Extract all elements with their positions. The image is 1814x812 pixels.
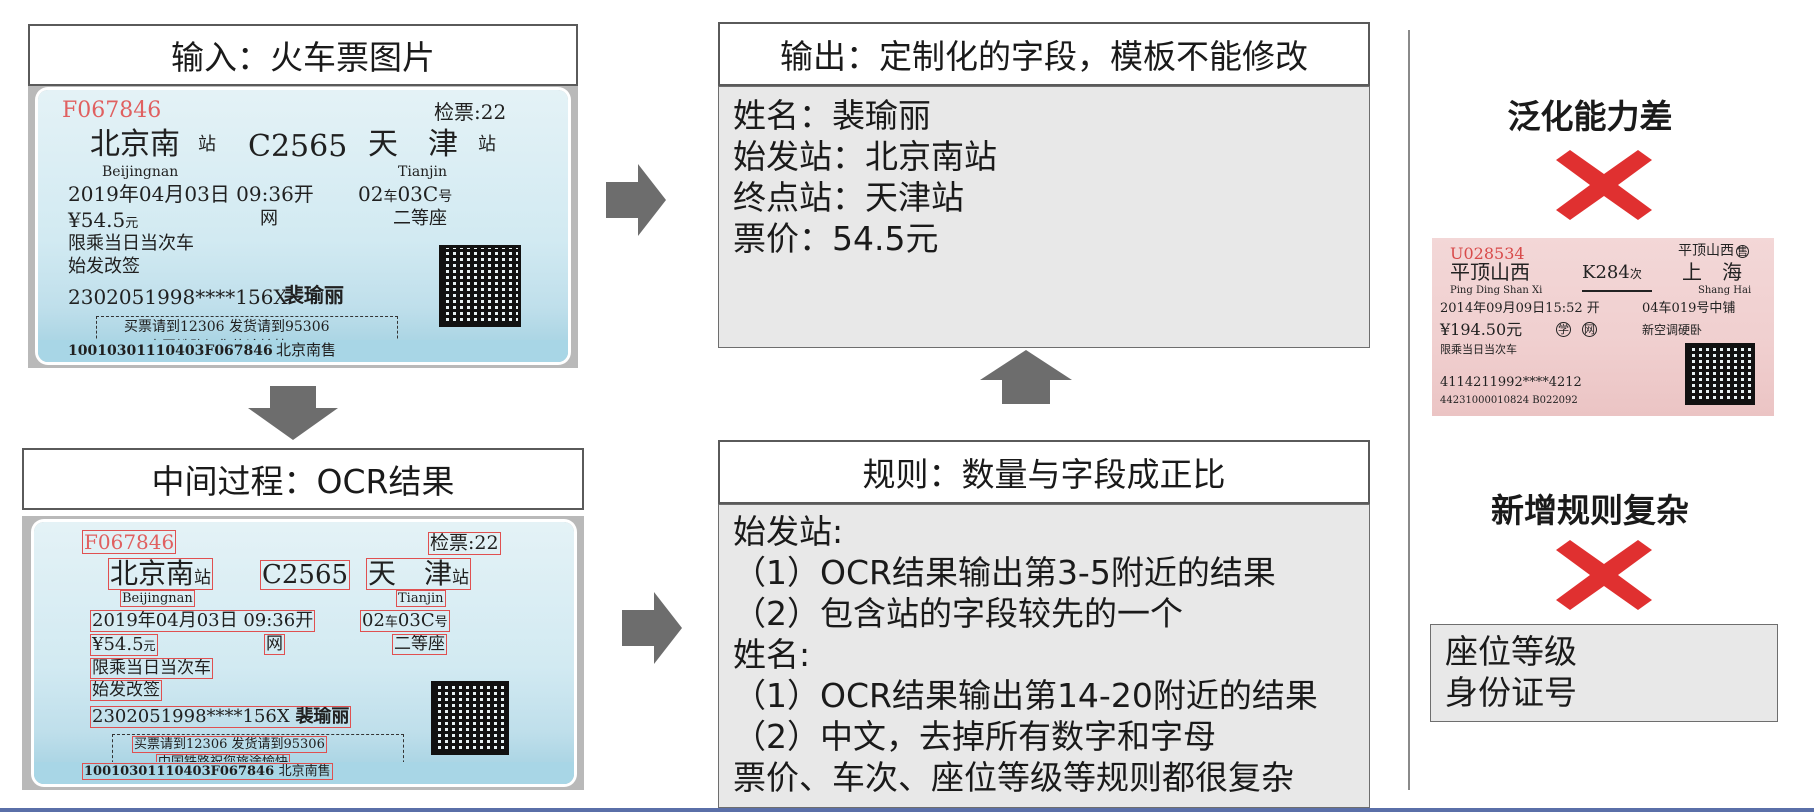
red-limit: 限乘当日当次车 [1440, 343, 1517, 356]
red-date: 2014年09月09日15:52 开 [1440, 301, 1600, 316]
ocr-channel: 网 [264, 634, 285, 655]
ticket-sign: 始发改签 [68, 256, 140, 277]
complex-rules-heading: 新增规则复杂 [1491, 491, 1689, 530]
ocr-serial: F067846 [81, 530, 177, 554]
red-mark-student: 学 [1556, 322, 1571, 337]
red-mark-web: 网 [1582, 322, 1597, 337]
ocr-title: 中间过程：OCR结果 [22, 448, 584, 510]
rules-title: 规则：数量与字段成正比 [718, 440, 1370, 504]
rules-line: （1）OCR结果输出第14-20附近的结果 [733, 676, 1318, 715]
ocr-train-no: C2565 [259, 560, 351, 590]
red-qr-code [1685, 343, 1755, 405]
red-from-station: 平顶山西 [1450, 260, 1530, 284]
cross-icon [1556, 540, 1652, 610]
red-to-pinyin: Shang Hai [1698, 285, 1752, 296]
ticket-from-pinyin: Beijingnan [102, 164, 179, 180]
ocr-limit: 限乘当日当次车 [90, 658, 213, 679]
ocr-sign: 始发改签 [90, 680, 162, 701]
ticket-train-no: C2565 [248, 129, 348, 164]
ocr-check: 检票:22 [428, 532, 501, 555]
arrow-down-left [248, 386, 338, 440]
red-bottom-code: 44231000010824 B022092 [1440, 395, 1578, 406]
red-seat: 04车019号中铺 [1642, 301, 1736, 316]
rules-line: （2）中文，去掉所有数字和字母 [733, 717, 1216, 756]
ocr-from-pinyin: Beijingnan [120, 590, 195, 607]
ocr-bottom-band [34, 762, 574, 784]
ocr-to-station: 天 津站 [365, 557, 472, 590]
ticket-to-station: 天 津 [368, 127, 458, 162]
red-direction-arrow [1582, 290, 1652, 292]
ticket-qr-code [439, 245, 521, 327]
output-line-name: 姓名：裴瑜丽 [733, 96, 931, 135]
ocr-notice1: 买票请到12306 发货请到95306 [132, 736, 327, 753]
ticket-passenger: 裴瑜丽 [284, 283, 344, 307]
list-item: 座位等级 [1445, 632, 1577, 671]
ticket-serial: F067846 [62, 98, 162, 123]
ticket-bottom-code: 10010301110403F067846 [68, 343, 273, 359]
ticket-seat-no: 02车03C号 [358, 182, 453, 206]
footer-bar [0, 808, 1814, 812]
list-item: 身份证号 [1445, 673, 1577, 712]
output-line-price: 票价：54.5元 [733, 219, 939, 258]
ticket-from-station: 北京南 [90, 127, 180, 162]
input-ticket: F067846 检票:22 北京南 站 C2565 天 津 站 Beijingn… [38, 90, 568, 362]
ocr-date: 2019年04月03日 09:36开 [89, 610, 316, 632]
ocr-ticket: F067846 检票:22 北京南站 C2565 天 津站 Beijingnan… [34, 522, 574, 784]
output-title: 输出：定制化的字段，模板不能修改 [718, 22, 1370, 86]
rules-line: 始发站: [733, 512, 844, 551]
vertical-divider [1408, 30, 1410, 790]
example-red-ticket: U028534 平顶山西售 平顶山西 K284次 上 海 Ping Ding S… [1432, 238, 1774, 416]
ticket-limit: 限乘当日当次车 [68, 233, 194, 254]
arrow-right-bottom [622, 592, 682, 664]
arrow-right-top [606, 164, 666, 236]
ticket-notice1: 买票请到12306 发货请到95306 [124, 319, 330, 335]
ticket-date: 2019年04月03日 09:36开 [68, 182, 314, 206]
ticket-from-station-suffix: 站 [198, 134, 216, 155]
input-title-text: 输入：火车票图片 [171, 38, 435, 77]
ocr-seat-no: 02车03C号 [360, 610, 450, 632]
extra-fields-list: 座位等级 身份证号 [1430, 624, 1778, 722]
input-title: 输入：火车票图片 [28, 24, 578, 86]
ocr-seat-class: 二等座 [392, 634, 447, 655]
ocr-qr-code [431, 681, 509, 755]
rules-line: 票价、车次、座位等级等规则都很复杂 [733, 758, 1294, 797]
ocr-bottom-code: 10010301110403F067846 北京南售 [82, 763, 333, 780]
output-line-to: 终点站：天津站 [733, 178, 964, 217]
ticket-price: ¥54.5元 [68, 208, 139, 232]
ocr-from-station: 北京南站 [107, 557, 214, 590]
red-train-no: K284次 [1582, 262, 1642, 283]
ocr-price: ¥54.5元 [90, 634, 158, 656]
red-from-pinyin: Ping Ding Shan Xi [1450, 285, 1543, 296]
ocr-title-text: 中间过程：OCR结果 [151, 462, 455, 501]
output-title-text: 输出：定制化的字段，模板不能修改 [780, 37, 1308, 76]
rules-title-text: 规则：数量与字段成正比 [862, 455, 1226, 494]
red-check: 平顶山西售 [1678, 243, 1749, 259]
ticket-channel: 网 [260, 208, 278, 229]
arrow-up-center [980, 350, 1072, 404]
rules-line: 姓名: [733, 635, 811, 674]
poor-generalization-heading: 泛化能力差 [1507, 97, 1673, 136]
ticket-id-number: 2302051998****156X [68, 285, 288, 309]
ticket-check: 检票:22 [434, 100, 507, 124]
ocr-to-pinyin: Tianjin [396, 590, 446, 607]
ticket-seat-class: 二等座 [393, 208, 447, 229]
rules-line: （1）OCR结果输出第3-5附近的结果 [733, 553, 1276, 592]
red-to-station: 上 海 [1682, 260, 1742, 284]
red-serial: U028534 [1450, 244, 1525, 263]
ticket-sold-at: 北京南售 [276, 341, 337, 359]
ticket-to-station-suffix: 站 [478, 134, 496, 155]
output-line-from: 始发站：北京南站 [733, 137, 997, 176]
red-seat-class: 新空调硬卧 [1642, 323, 1703, 337]
red-id-number: 4114211992****4212 [1440, 375, 1582, 390]
cross-icon [1556, 150, 1652, 220]
red-price: ¥194.50元 [1440, 320, 1523, 339]
ocr-id-number: 2302051998****156X 裴瑜丽 [89, 706, 352, 728]
rules-line: （2）包含站的字段较先的一个 [733, 594, 1183, 633]
ticket-to-pinyin: Tianjin [398, 164, 448, 180]
ticket-bottom-band [38, 340, 568, 362]
rules-panel: 始发站: （1）OCR结果输出第3-5附近的结果 （2）包含站的字段较先的一个 … [718, 504, 1370, 808]
output-panel: 姓名：裴瑜丽 始发站：北京南站 终点站：天津站 票价：54.5元 [718, 86, 1370, 348]
